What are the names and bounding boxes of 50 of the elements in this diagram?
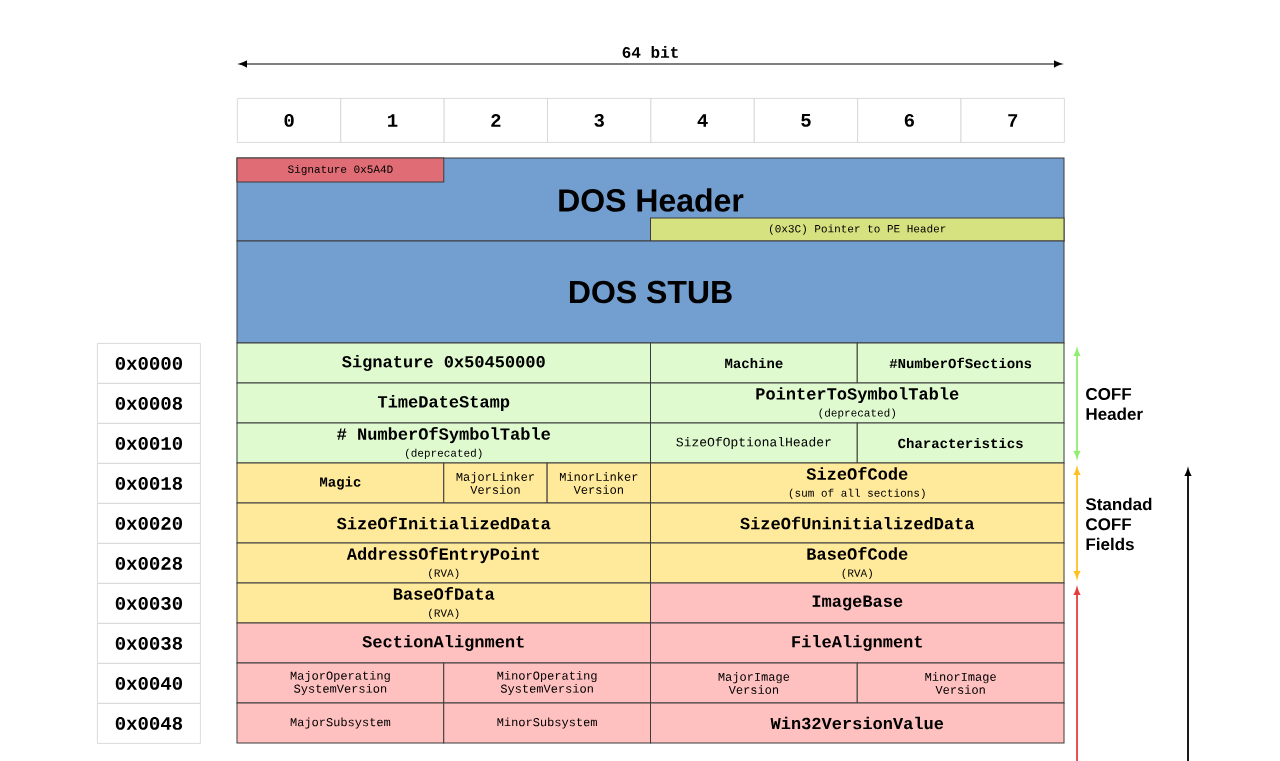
- offset-cell: 0x0008: [97, 383, 201, 424]
- byte-index-cell: 6: [857, 98, 962, 143]
- field-cell: #NumberOfSections: [856, 342, 1065, 384]
- field-cell: SizeOfOptionalHeader: [650, 422, 858, 464]
- field-cell: PointerToSymbolTable (deprecated): [650, 382, 1065, 424]
- field-cell: MajorOperating SystemVersion: [236, 662, 445, 704]
- field-cell: Signature 0x5A4D: [236, 157, 445, 183]
- offset-cell: 0x0038: [97, 623, 201, 664]
- field-cell: FileAlignment: [650, 622, 1065, 664]
- header-title: DOS Header: [559, 188, 744, 212]
- field-cell: BaseOfData (RVA): [236, 582, 651, 624]
- field-cell: (0x3C) Pointer to PE Header: [650, 217, 1065, 242]
- offset-cell: 0x0018: [97, 463, 201, 504]
- section-label: COFF Header: [1086, 388, 1143, 420]
- field-cell: Characteristics: [856, 422, 1065, 464]
- byte-index-cell: 5: [753, 98, 859, 143]
- offset-cell: 0x0040: [97, 663, 201, 704]
- field-cell: TimeDateStamp: [236, 382, 651, 424]
- byte-index-cell: 1: [340, 98, 445, 143]
- section-label: Standad COFF Fields: [1085, 497, 1152, 551]
- byte-index-cell: 4: [650, 98, 755, 143]
- field-cell: Machine: [650, 342, 858, 384]
- field-cell: ImageBase: [650, 582, 1065, 624]
- offset-cell: 0x0010: [97, 423, 201, 464]
- field-cell: Signature 0x50450000: [236, 342, 651, 384]
- field-cell: # NumberOfSymbolTable (deprecated): [236, 422, 651, 464]
- field-cell: Magic: [236, 462, 445, 504]
- offset-cell: 0x0030: [97, 583, 201, 624]
- field-cell: MinorSubsystem: [443, 702, 651, 744]
- stub-block: DOS STUB: [236, 240, 1065, 344]
- field-cell: Win32VersionValue: [650, 702, 1065, 744]
- field-cell: MajorSubsystem: [236, 702, 445, 744]
- field-cell: MinorImage Version: [856, 662, 1065, 704]
- offset-cell: 0x0028: [97, 543, 201, 584]
- offset-cell: 0x0048: [97, 703, 201, 744]
- field-cell: MinorLinker Version: [546, 462, 651, 504]
- field-cell: MajorLinker Version: [443, 462, 548, 504]
- offset-cell: 0x0020: [97, 503, 201, 544]
- byte-index-cell: 2: [443, 98, 548, 143]
- field-cell: MinorOperating SystemVersion: [443, 662, 651, 704]
- field-cell: AddressOfEntryPoint (RVA): [236, 542, 651, 584]
- field-cell: SizeOfUninitializedData: [650, 502, 1065, 544]
- byte-index-cell: 7: [960, 98, 1065, 143]
- width-label: 64 bit: [619, 44, 682, 60]
- field-cell: MajorImage Version: [650, 662, 858, 704]
- offset-cell: 0x0000: [97, 343, 201, 384]
- byte-index-cell: 3: [547, 98, 652, 143]
- field-cell: BaseOfCode (RVA): [650, 542, 1065, 584]
- byte-index-cell: 0: [237, 98, 342, 143]
- field-cell: SectionAlignment: [236, 622, 651, 664]
